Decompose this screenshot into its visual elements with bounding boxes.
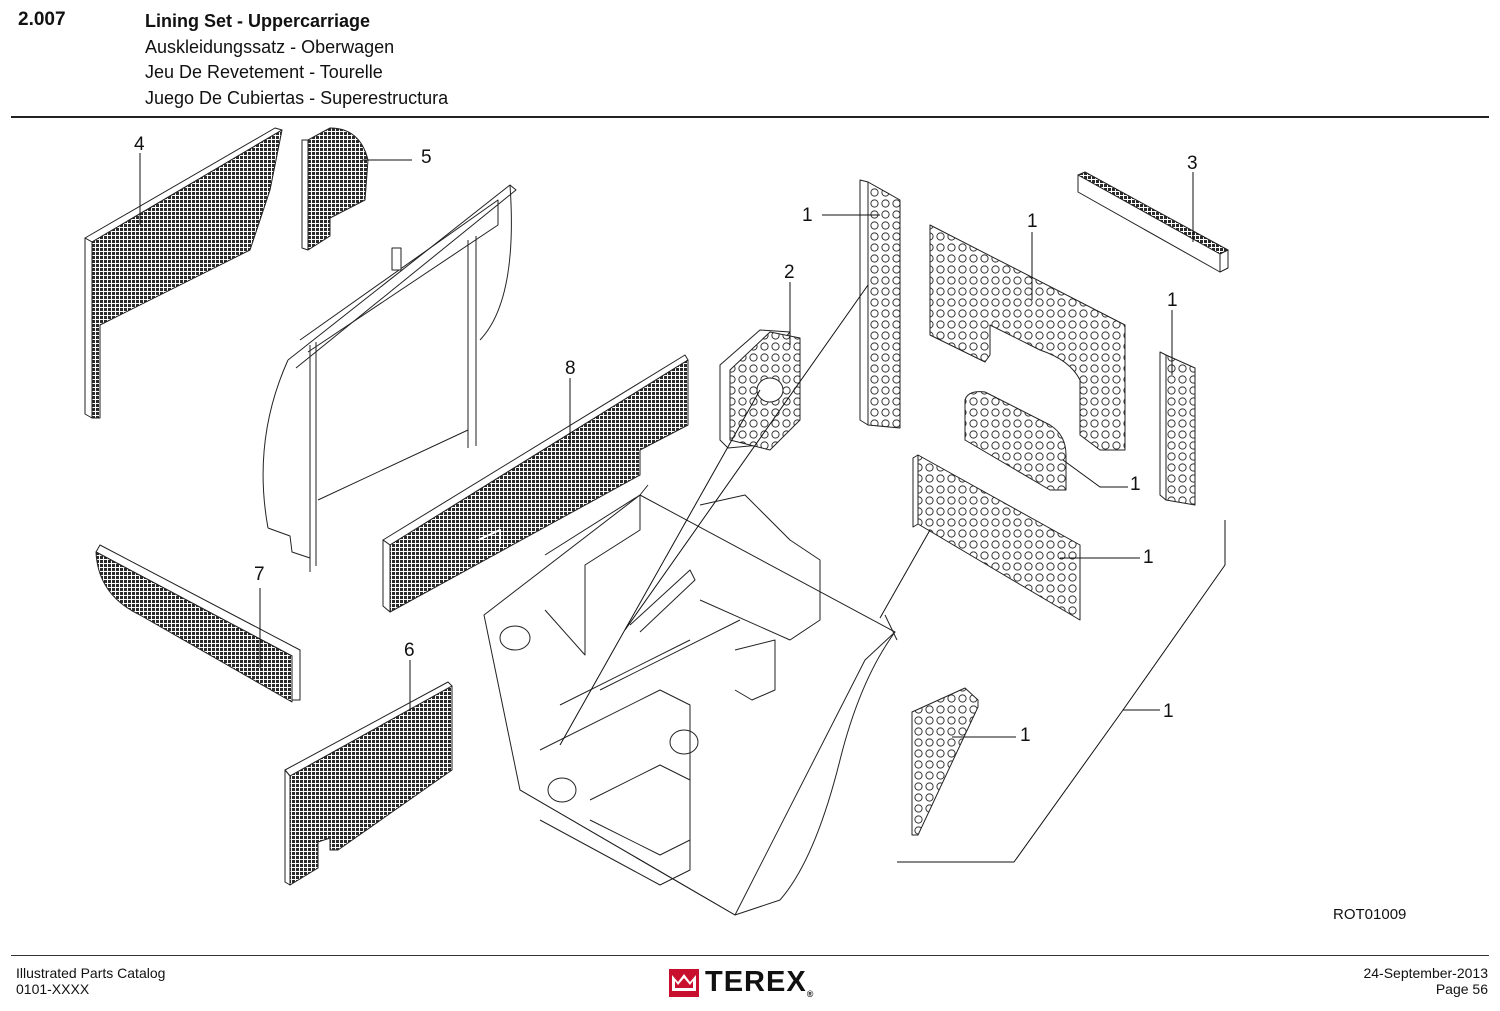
- panel-part-1-triangle: [911, 687, 979, 836]
- panel-part-1-large: [929, 224, 1126, 451]
- callout-1-triangle: 1: [1020, 725, 1031, 746]
- callout-7: 7: [254, 564, 265, 585]
- panel-part-8: [382, 354, 689, 613]
- section-number: 2.007: [18, 9, 66, 30]
- callout-1-tall: 1: [802, 205, 813, 226]
- catalog-title: Illustrated Parts Catalog: [16, 965, 166, 981]
- page-number: Page 56: [1435, 981, 1488, 997]
- logo-wordmark: TEREX®: [705, 966, 815, 999]
- exploded-parts-diagram: 4 5 8 7 6 2 1 1 1 3 1 1 1 1 1: [84, 127, 1229, 916]
- footer-right: 24-September-2013 Page 56: [1363, 965, 1488, 997]
- callout-2: 2: [784, 262, 795, 283]
- publication-date: 24-September-2013: [1363, 965, 1488, 981]
- callout-1-large: 1: [1027, 211, 1038, 232]
- panel-part-6: [284, 681, 453, 886]
- title-english: Lining Set - Uppercarriage: [145, 11, 371, 31]
- panel-part-2: [719, 329, 801, 451]
- panel-part-1-wide: [912, 454, 1081, 621]
- leader-lines: [139, 153, 1226, 863]
- callout-4: 4: [134, 134, 145, 155]
- callout-5: 5: [421, 147, 432, 168]
- illustration-reference: ROT01009: [1333, 906, 1407, 923]
- header-divider: [11, 116, 1489, 118]
- callout-1-wide: 1: [1143, 547, 1154, 568]
- title-german: Auskleidungssatz - Oberwagen: [145, 36, 395, 57]
- callout-6: 6: [404, 640, 415, 661]
- uppercarriage-frame: [483, 484, 898, 916]
- panel-part-4: [84, 127, 283, 419]
- catalog-number: 0101-XXXX: [16, 981, 90, 997]
- footer-left: Illustrated Parts Catalog 0101-XXXX: [16, 965, 165, 997]
- panel-part-7: [95, 544, 301, 703]
- callout-1-narrow: 1: [1167, 290, 1178, 311]
- terex-logo: TEREX®: [669, 966, 814, 999]
- callout-1-rounded: 1: [1130, 474, 1141, 495]
- rear-frame: [262, 184, 517, 572]
- callout-1-group: 1: [1163, 701, 1174, 722]
- callout-3: 3: [1187, 153, 1198, 174]
- panel-part-1-rounded: [964, 391, 1067, 491]
- footer-divider: [11, 955, 1489, 956]
- panel-part-1-tall: [859, 179, 901, 429]
- title-french: Jeu De Revetement - Tourelle: [145, 62, 383, 82]
- terex-crown-icon: [669, 968, 699, 997]
- callout-8: 8: [565, 358, 576, 379]
- title-spanish: Juego De Cubiertas - Superestructura: [145, 87, 449, 108]
- title-block: Lining Set - Uppercarriage Auskleidungss…: [145, 9, 448, 111]
- panel-part-5: [301, 127, 369, 251]
- panel-part-1-narrow: [1159, 351, 1196, 506]
- bar-part-3: [1077, 171, 1229, 273]
